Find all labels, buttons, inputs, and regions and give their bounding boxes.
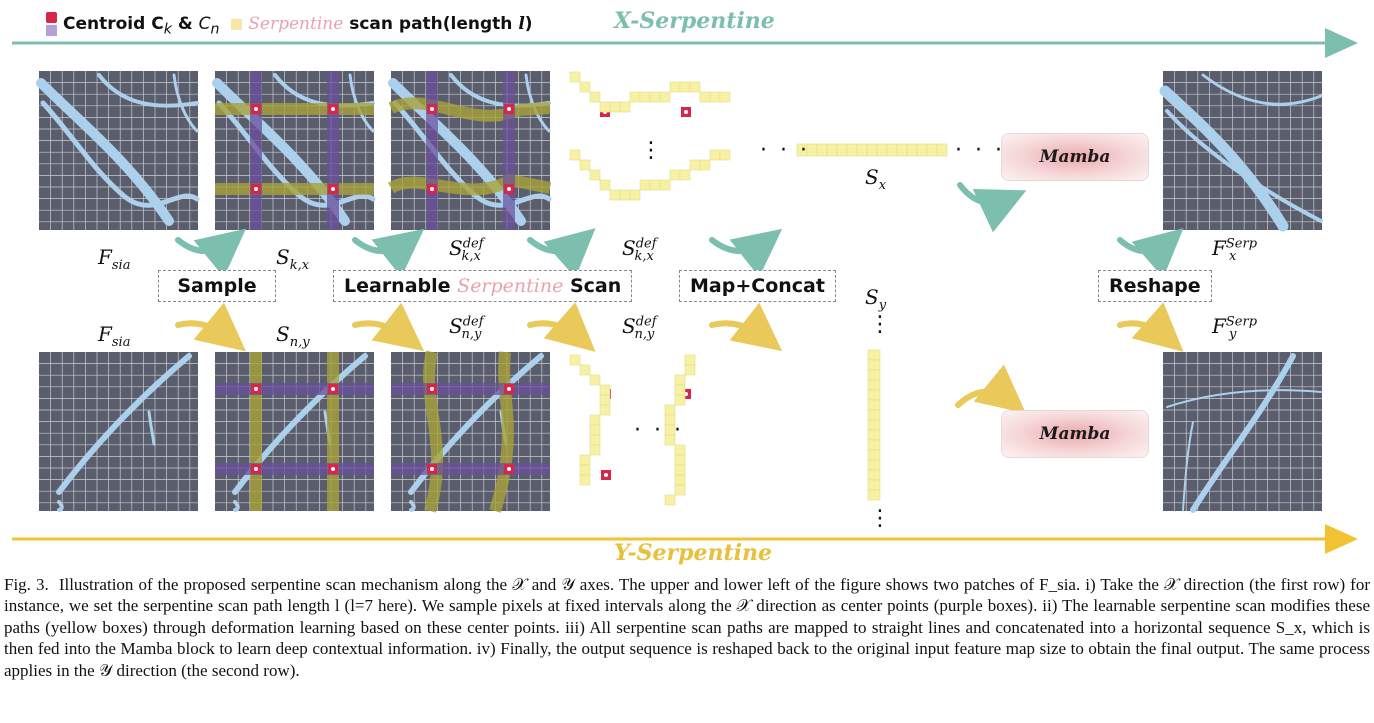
grid-f-x-serp — [1159, 71, 1323, 232]
kx-def-seq-2 — [569, 149, 731, 201]
ellipsis-sy-top: ⋮ — [869, 312, 894, 337]
y-serpentine-title: Y-Serpentine — [614, 540, 772, 566]
label-f-y-serp: FSerpy — [1212, 314, 1258, 342]
kx-col-band-2 — [327, 71, 339, 230]
arrow-x-5 — [957, 182, 1027, 233]
arrow-x-6 — [1117, 228, 1184, 278]
label-s-ny-def-2: Sdefn,y — [622, 314, 657, 342]
arrow-y-3 — [527, 302, 596, 352]
legend: Centroid Ck & Cn Serpentine scan path(le… — [46, 12, 533, 37]
kx-col-band-1 — [250, 71, 262, 230]
caption-fig-label: Fig. 3. — [4, 575, 49, 594]
grid-f-sia-y — [39, 352, 198, 512]
ny-def-seq-2 — [664, 354, 696, 506]
sy-sequence — [867, 349, 881, 501]
grid-s-kx-def — [388, 71, 552, 230]
grid-f-sia-x — [36, 71, 200, 230]
ellipsis-sx-right: · · · — [955, 138, 1005, 163]
mamba-block-y: Mamba — [1001, 410, 1149, 458]
arrow-x-1 — [175, 228, 246, 278]
arrow-y-6 — [1117, 302, 1184, 352]
centroid-legend-label: Centroid C — [63, 14, 164, 34]
arrow-y-5 — [955, 364, 1026, 414]
sx-sequence — [796, 143, 948, 157]
ny-def-path-1 — [423, 350, 444, 513]
kx-def-col-2 — [503, 71, 515, 230]
ellipsis-kx-vertical: ⋮ — [640, 138, 665, 163]
sample-step: Sample — [158, 270, 276, 302]
grid-s-ny — [215, 352, 374, 512]
ny-def-path-2 — [489, 351, 514, 513]
label-f-sia-x: Fsia — [98, 245, 131, 273]
figure-caption: Fig. 3. Illustration of the proposed ser… — [4, 574, 1370, 681]
grid-f-y-serp — [1163, 352, 1322, 513]
ny-def-row-2 — [391, 463, 550, 475]
kx-row-band-2 — [215, 183, 374, 195]
label-s-kx-def-2: Sdefk,x — [622, 236, 657, 264]
ny-def-row-1 — [391, 383, 550, 395]
label-f-x-serp: FSerpx — [1212, 236, 1258, 264]
serpentine-diagram — [12, 28, 1358, 554]
arrow-y-2 — [352, 302, 425, 352]
arrow-x-3 — [527, 228, 596, 278]
kx-def-col-1 — [426, 71, 438, 230]
ellipsis-ny-horizontal: · · · — [634, 418, 684, 443]
label-f-sia-y: Fsia — [98, 322, 131, 350]
x-serpentine-title: X-Serpentine — [614, 8, 775, 34]
ny-def-seq-1 — [569, 354, 611, 486]
ny-row-band-1 — [215, 383, 374, 395]
map-concat-step: Map+Concat — [679, 270, 836, 302]
ny-col-band-2 — [327, 352, 339, 511]
centroid-legend-icon — [46, 12, 57, 36]
ellipsis-sx-left: · · · — [760, 138, 810, 163]
caption-text: Illustration of the proposed serpentine … — [4, 575, 1371, 680]
ellipsis-sy-bottom: ⋮ — [869, 506, 894, 531]
label-s-kx: Sk,x — [276, 245, 310, 273]
arrow-y-4 — [709, 302, 783, 352]
kx-def-seq-1 — [569, 71, 731, 113]
label-s-y: Sy — [865, 285, 887, 313]
arrow-y-1 — [175, 302, 246, 352]
arrow-x-2 — [352, 228, 425, 278]
label-s-ny-def: Sdefn,y — [449, 314, 484, 342]
label-s-x: Sx — [865, 165, 887, 193]
scan-path-legend-icon — [231, 18, 243, 30]
reshape-step: Reshape — [1098, 270, 1212, 302]
ny-row-band-2 — [215, 463, 374, 475]
mamba-block-x: Mamba — [1001, 133, 1149, 181]
ny-col-band-1 — [250, 352, 262, 511]
kx-row-band-1 — [215, 103, 374, 115]
label-s-kx-def: Sdefk,x — [449, 236, 484, 264]
grid-s-kx — [212, 71, 376, 230]
arrow-x-4 — [709, 228, 783, 278]
label-s-ny: Sn,y — [276, 322, 310, 350]
grid-s-ny-def — [391, 352, 550, 512]
learnable-serpentine-scan-step: Learnable Serpentine Scan — [333, 270, 633, 302]
